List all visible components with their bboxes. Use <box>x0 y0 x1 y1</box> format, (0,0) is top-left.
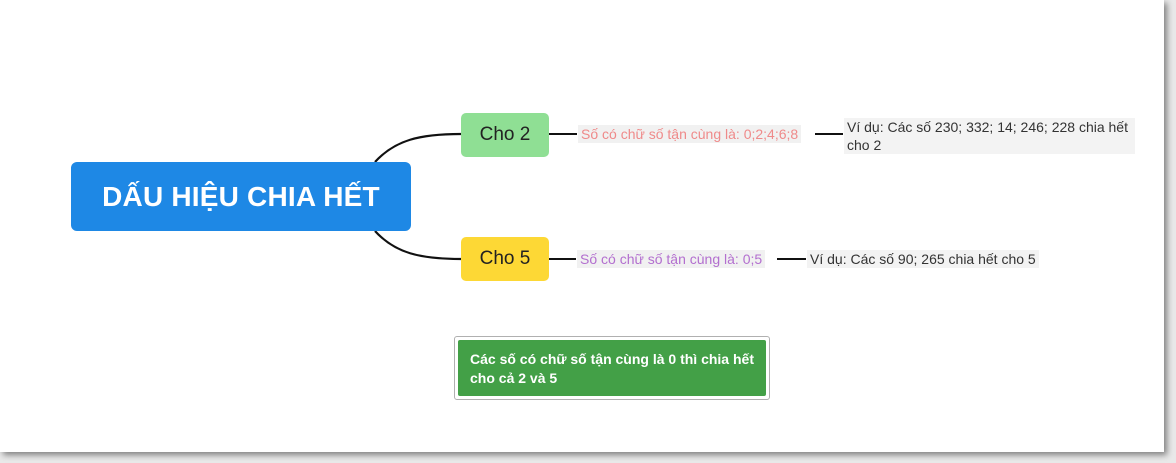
branch-cho-5-label: Cho 5 <box>479 248 531 269</box>
branch-cho-5[interactable]: Cho 5 <box>461 237 549 281</box>
connector-root-to-cho5 <box>374 230 462 261</box>
example-cho-2[interactable]: Ví dụ: Các số 230; 332; 14; 246; 228 chi… <box>844 118 1135 154</box>
summary-note-text: Các số có chữ số tận cùng là 0 thì chia … <box>458 340 766 396</box>
mindmap-canvas: DẤU HIỆU CHIA HẾT Cho 2 Số có chữ số tận… <box>0 0 1164 452</box>
summary-note[interactable]: Các số có chữ số tận cùng là 0 thì chia … <box>454 336 770 400</box>
example-cho-5[interactable]: Ví dụ: Các số 90; 265 chia hết cho 5 <box>807 250 1039 268</box>
root-topic[interactable]: DẤU HIỆU CHIA HẾT <box>71 162 411 231</box>
rule-cho-2[interactable]: Số có chữ số tận cùng là: 0;2;4;6;8 <box>578 125 802 143</box>
branch-cho-2-label: Cho 2 <box>479 124 531 145</box>
rule-cho-5[interactable]: Số có chữ số tận cùng là: 0;5 <box>577 250 766 268</box>
connector-lines <box>374 132 843 261</box>
connector-root-to-cho2 <box>374 132 462 163</box>
branch-cho-2[interactable]: Cho 2 <box>461 113 549 157</box>
root-topic-label: DẤU HIỆU CHIA HẾT <box>102 180 380 212</box>
